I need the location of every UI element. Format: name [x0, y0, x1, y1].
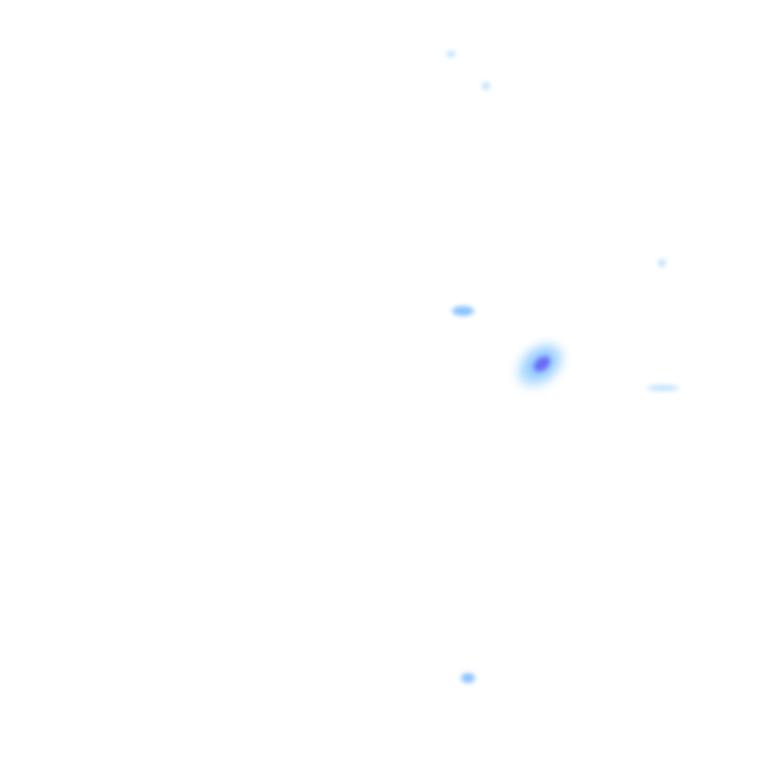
heat-spot [461, 673, 475, 683]
heat-spot [482, 82, 490, 90]
heat-spot [534, 356, 550, 372]
heat-spot [658, 259, 666, 267]
heat-spot [452, 306, 474, 316]
heat-spot [446, 51, 456, 57]
heat-spot [647, 385, 679, 391]
